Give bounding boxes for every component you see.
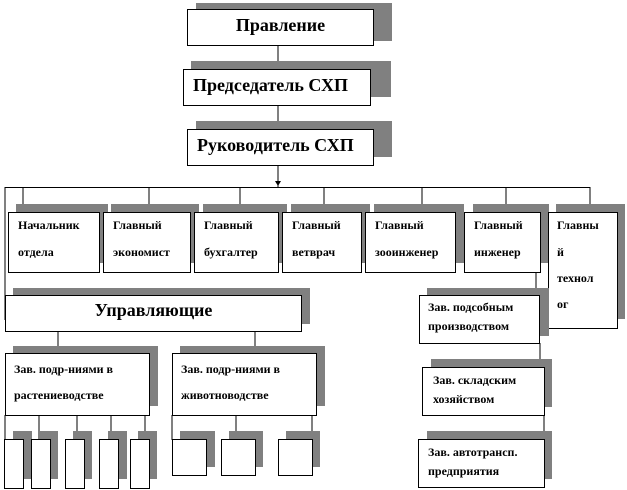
chief-7-line2: й [557,245,564,259]
transport-line1: Зав. автотрансп. [428,445,518,459]
aux-line2: производством [428,319,510,333]
chief-6-line2: инженер [474,245,521,259]
chief-1-line1: Начальник [18,218,80,232]
chief-2-line2: экономист [113,245,170,259]
livestock-line2: животноводстве [181,388,269,402]
chief-7-line4: ог [557,297,569,311]
chief-2-line1: Главный [113,218,162,232]
chief-1-line2: отдела [18,245,54,259]
crop-line2: растениеводстве [14,388,104,402]
chief-4-line2: ветврач [292,245,336,259]
chief-5-line2: зооинженер [375,245,439,259]
chief-3-line2: бухгалтер [204,245,258,259]
chief-5-line1: Главный [375,218,424,232]
warehouse-line1: Зав. складским [433,373,517,387]
head-label: Руководитель СХП [197,135,354,155]
chief-4-line1: Главный [292,218,341,232]
chairman-label: Председатель СХП [193,75,348,95]
crop-line1: Зав. подр-ниями в [14,362,114,376]
managers-label: Управляющие [94,300,213,320]
aux-line1: Зав. подсобным [428,300,514,314]
transport-line2: предприятия [428,464,500,478]
chief-7-line1: Главны [557,218,599,232]
chief-7-line3: технол [557,271,594,285]
chief-6-line1: Главный [474,218,523,232]
chief-3-line1: Главный [204,218,253,232]
board-label: Правление [235,15,326,35]
warehouse-line2: хозяйством [433,392,495,406]
livestock-line1: Зав. подр-ниями в [181,362,281,376]
arrowhead-bus [275,181,281,186]
